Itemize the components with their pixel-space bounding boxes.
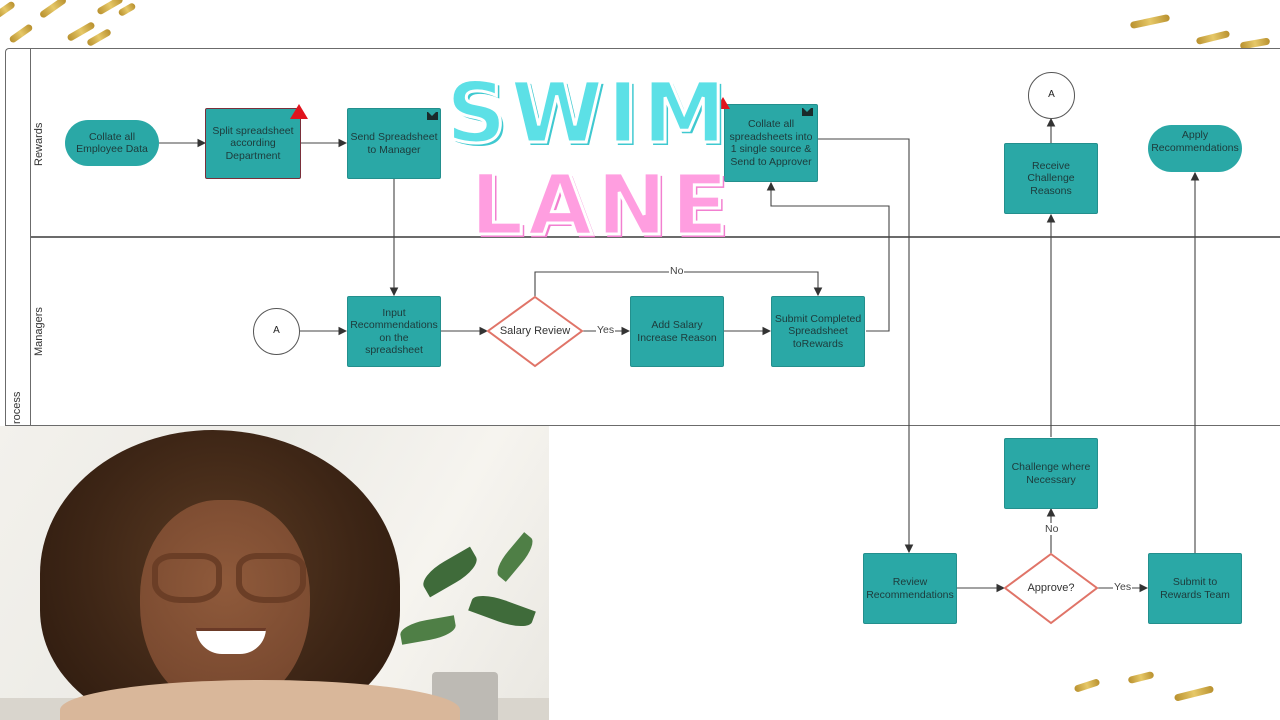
mail-icon [427, 112, 438, 120]
node-split-spreadsheet[interactable]: Split spreadsheet according Department [205, 108, 301, 179]
presenter-sweater [60, 680, 460, 720]
node-send-spreadsheet[interactable]: Send Spreadsheet to Manager [347, 108, 441, 179]
node-submit-completed[interactable]: Submit Completed Spreadsheet toRewards [771, 296, 865, 367]
warning-triangle-icon [716, 97, 730, 109]
node-collate-all[interactable]: Collate all Employee Data [65, 120, 159, 166]
title-swim: SWIM [445, 63, 730, 164]
edge-submit-collate [766, 181, 890, 332]
lane-divider [30, 236, 1280, 238]
node-collate-single[interactable]: Collate all spreadsheets into 1 single s… [724, 104, 818, 182]
mail-icon [802, 108, 813, 116]
node-review-recommendations[interactable]: Review Recommendations [863, 553, 957, 624]
presenter-smile [196, 628, 266, 654]
glasses-right-lens [236, 553, 306, 603]
node-receive-challenge[interactable]: Receive Challenge Reasons [1004, 143, 1098, 214]
swimlane-frame [5, 48, 1280, 426]
edge-label-yes-salary: Yes [596, 324, 616, 336]
warning-triangle-icon [290, 104, 308, 119]
node-challenge-where[interactable]: Challenge where Necessary [1004, 438, 1098, 509]
diamond-label-salary-review[interactable]: Salary Review [499, 325, 571, 337]
edge-label-yes-approve: Yes [1113, 581, 1133, 593]
edge-collate-review [818, 138, 914, 554]
title-lane: LANE [468, 155, 733, 256]
edge-label-no-approve: No [1044, 523, 1060, 535]
connector-a-top[interactable]: A [1028, 72, 1075, 119]
node-apply-recommendations[interactable]: Apply Recommendations [1148, 125, 1242, 172]
diamond-salary-review [486, 295, 584, 368]
glasses-left-lens [152, 553, 222, 603]
edge-label-no-salary: No [669, 265, 685, 277]
presenter-face [140, 500, 310, 710]
node-add-salary-reason[interactable]: Add Salary Increase Reason [630, 296, 724, 367]
diamond-label-approve[interactable]: Approve? [1027, 582, 1075, 594]
node-submit-rewards-team[interactable]: Submit to Rewards Team [1148, 553, 1242, 624]
connector-a-left[interactable]: A [253, 308, 300, 355]
diamond-approve [1003, 552, 1099, 625]
node-input-recommendations[interactable]: Input Recommendations on the spreadsheet [347, 296, 441, 367]
